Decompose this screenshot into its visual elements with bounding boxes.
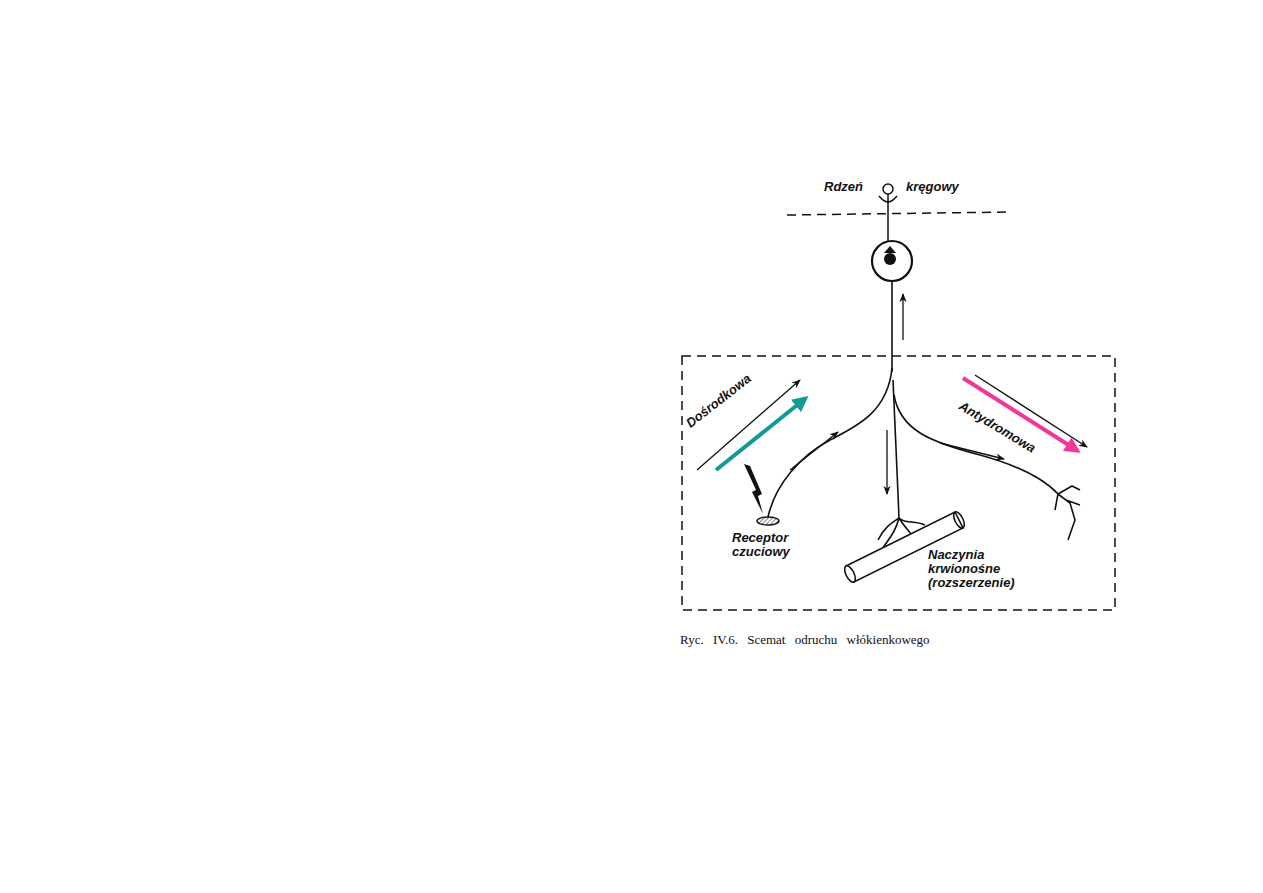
stimulus-lightning bbox=[744, 464, 763, 514]
structure-label: Receptor czuciowy bbox=[732, 531, 810, 559]
sensory-receptor bbox=[757, 517, 779, 525]
spinal-cord-boundary bbox=[787, 212, 1010, 215]
neuron-symbol bbox=[879, 184, 897, 241]
figure-caption: Ryc. IV.6. Scemat odruchu włókienkowego bbox=[680, 632, 930, 648]
structure-label: Naczynia krwionośne (rozszerzenie) bbox=[928, 548, 1033, 590]
impulse-arrows bbox=[697, 294, 1087, 494]
direction-label: Dośrodkowa bbox=[684, 371, 754, 430]
ganglion-cell bbox=[872, 241, 912, 281]
axon-branches bbox=[768, 281, 1080, 552]
structure-label: Rdzeń bbox=[824, 180, 863, 194]
structure-label: kręgowy bbox=[906, 180, 959, 194]
afferent-arrow bbox=[716, 398, 806, 470]
peripheral-region bbox=[682, 356, 1115, 610]
